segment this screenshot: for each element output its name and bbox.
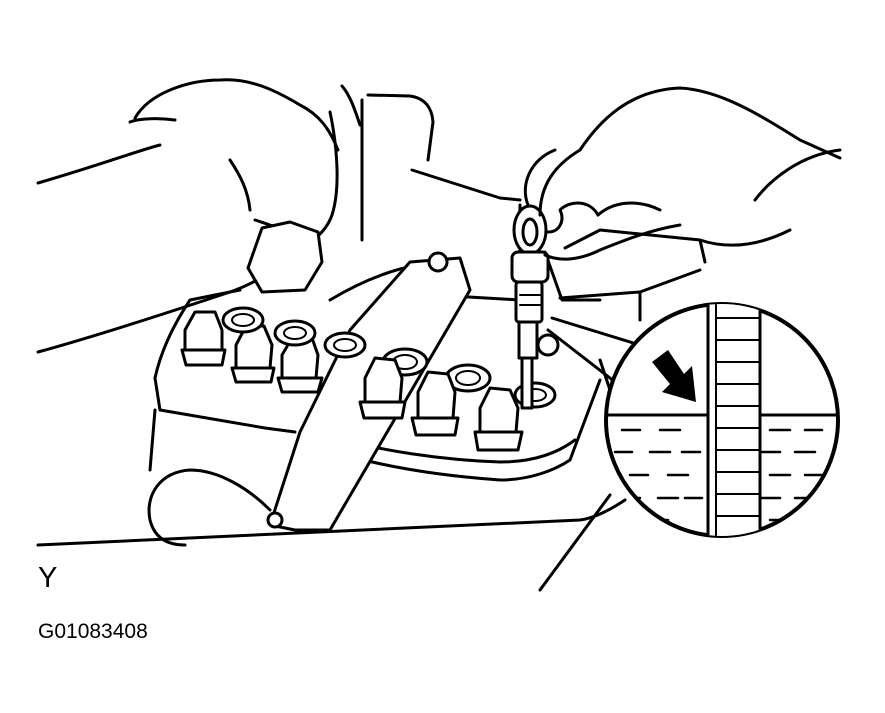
cell-opening	[273, 319, 317, 347]
cell-cap	[358, 356, 407, 420]
cell-cap	[410, 370, 460, 437]
level-arrow-icon	[652, 350, 696, 402]
level-gauge-tool	[510, 204, 550, 410]
magnified-level-detail	[604, 302, 840, 538]
cell-opening	[323, 331, 367, 359]
cell-caps-right	[358, 333, 560, 452]
cell-caps-left	[180, 306, 367, 394]
right-hand	[523, 86, 842, 261]
cell-cap	[473, 386, 524, 452]
cell-cap	[276, 336, 324, 394]
leader-line	[550, 316, 642, 347]
figure-code-label: G01083408	[38, 620, 148, 643]
view-letter-label: Y	[38, 562, 58, 594]
cell-opening	[221, 306, 265, 334]
cell-cap	[180, 310, 227, 367]
cell-cap	[230, 324, 276, 384]
